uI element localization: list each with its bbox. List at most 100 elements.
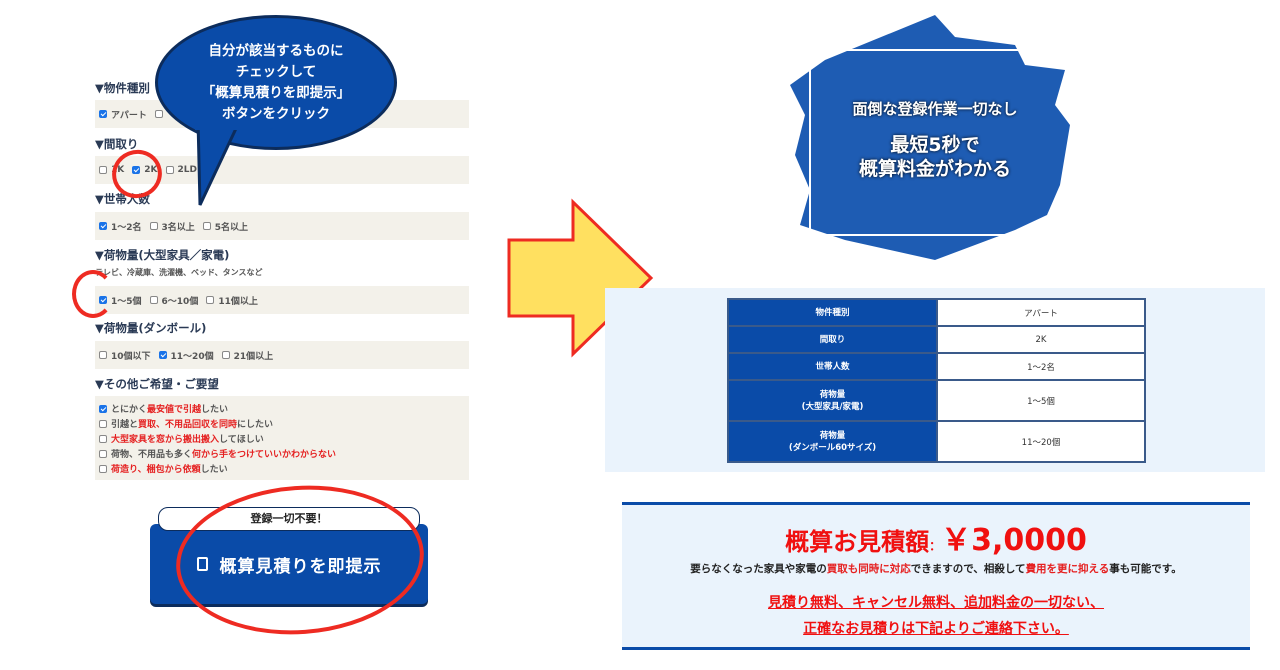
- checkbox-checked-icon[interactable]: [99, 404, 107, 413]
- estimate-note: 要らなくなった家具や家電の買取も同時に対応できますので、相殺して費用を更に抑える…: [622, 561, 1250, 576]
- row-key: 荷物量 (大型家具/家電): [727, 379, 938, 422]
- property-type-heading: ▼物件種別: [95, 81, 150, 95]
- request-label: 引越と買取、不用品回収を同時にしたい: [111, 417, 273, 430]
- request-text-segment: したい: [201, 405, 229, 415]
- option-checkbox[interactable]: [154, 110, 167, 118]
- option-checkbox[interactable]: 1〜2名: [99, 220, 142, 233]
- request-label: 荷造り、梱包から依頼したい: [111, 462, 228, 475]
- row-value: 1〜5個: [936, 379, 1146, 422]
- promo-line1: 面倒な登録作業一切なし: [852, 100, 1018, 118]
- estimate-amount-row: 概算お見積額：￥3,0000: [622, 515, 1250, 559]
- highlight-circle-button: [171, 477, 429, 643]
- table-row: 物件種別アパート: [727, 298, 1146, 327]
- option-checkbox[interactable]: 21個以上: [221, 349, 273, 362]
- request-checkbox[interactable]: とにかく最安値で引越したい: [99, 402, 228, 415]
- checkbox-icon[interactable]: [149, 222, 158, 230]
- no-registration-tag: 登録一切不要！: [158, 507, 420, 531]
- document-icon: [196, 557, 208, 571]
- row-key: 世帯人数: [727, 352, 938, 381]
- large-items-note: テレビ、冷蔵庫、洗濯機、ベッド、タンスなど: [95, 268, 263, 277]
- large-items-heading: ▼荷物量(大型家具／家電): [95, 248, 230, 262]
- option-checkbox[interactable]: 11個以上: [206, 294, 258, 307]
- checkbox-icon[interactable]: [99, 434, 107, 443]
- cta-line2[interactable]: 正確なお見積りは下記よりご連絡下さい。: [803, 621, 1069, 637]
- request-text-segment: 荷造り、梱包から依頼: [111, 465, 201, 475]
- checkbox-icon[interactable]: [202, 222, 211, 230]
- checkbox-icon[interactable]: [99, 464, 107, 473]
- cta-line1[interactable]: 見積り無料、キャンセル無料、追加料金の一切ない、: [768, 595, 1104, 611]
- brush-stroke-background: [790, 15, 1074, 260]
- checkbox-icon[interactable]: [99, 449, 107, 458]
- checkbox-checked-icon[interactable]: [132, 166, 141, 174]
- instant-estimate-label: 概算見積りを即提示: [219, 556, 382, 577]
- instant-estimate-button[interactable]: 概算見積りを即提示: [150, 524, 428, 604]
- estimate-colon: ：: [929, 539, 942, 553]
- estimate-label: 概算お見積額: [785, 528, 930, 556]
- option-checkbox[interactable]: 2K: [132, 165, 158, 175]
- row-key: 間取り: [727, 325, 938, 354]
- option-label: アパート: [111, 110, 147, 121]
- checkbox-checked-icon[interactable]: [99, 110, 107, 118]
- option-label: 2K: [144, 165, 158, 175]
- option-label: 2LD: [177, 165, 197, 175]
- option-checkbox[interactable]: アパート: [99, 108, 147, 121]
- promo-line2: 最短5秒で: [890, 134, 980, 156]
- callout-line: ボタンをクリック: [222, 105, 330, 122]
- layout-heading: ▼間取り: [95, 137, 139, 151]
- callout-line: チェックして: [235, 63, 317, 80]
- request-text-segment: 荷物、不用品も多く: [111, 450, 193, 460]
- option-checkbox[interactable]: 2LD: [165, 165, 197, 175]
- checkbox-icon[interactable]: [149, 296, 158, 304]
- checkbox-icon[interactable]: [99, 419, 107, 428]
- row-key: 荷物量 (ダンボール60サイズ): [727, 420, 938, 463]
- checkbox-icon[interactable]: [221, 351, 230, 359]
- option-checkbox[interactable]: 3名以上: [149, 220, 195, 233]
- option-checkbox[interactable]: 11〜20個: [158, 349, 214, 362]
- request-checkbox[interactable]: 荷造り、梱包から依頼したい: [99, 462, 228, 475]
- household-heading: ▼世帯人数: [95, 192, 150, 206]
- checkbox-checked-icon[interactable]: [99, 222, 107, 230]
- note-segment: できますので、相殺して: [910, 563, 1026, 575]
- checkbox-icon[interactable]: [154, 110, 163, 118]
- table-row: 荷物量 (ダンボール60サイズ)11〜20個: [727, 420, 1146, 463]
- option-label: 10個以下: [111, 351, 151, 362]
- promo-text: 面倒な登録作業一切なし 最短5秒で 概算料金がわかる: [800, 98, 1070, 181]
- request-checkbox[interactable]: 引越と買取、不用品回収を同時にしたい: [99, 417, 273, 430]
- request-checkbox[interactable]: 大型家具を窓から搬出搬入してほしい: [99, 432, 264, 445]
- estimate-amount: ￥3,0000: [941, 523, 1087, 558]
- option-label: 6〜10個: [161, 296, 199, 307]
- row-value: 2K: [936, 325, 1146, 354]
- request-text-segment: してほしい: [219, 435, 264, 445]
- table-row: 荷物量 (大型家具/家電)1〜5個: [727, 379, 1146, 422]
- option-label: 11個以上: [218, 296, 258, 307]
- option-checkbox[interactable]: 6〜10個: [149, 294, 199, 307]
- callout-line: 「概算見積りを即提示」: [201, 84, 351, 101]
- requests-options: とにかく最安値で引越したい引越と買取、不用品回収を同時にしたい大型家具を窓から搬…: [95, 396, 469, 480]
- option-checkbox[interactable]: 10個以下: [99, 349, 151, 362]
- checkbox-icon[interactable]: [206, 296, 215, 304]
- request-checkbox[interactable]: 荷物、不用品も多く何から手をつけていいかわからない: [99, 447, 336, 460]
- request-text-segment: 引越と: [111, 420, 139, 430]
- request-label: 大型家具を窓から搬出搬入してほしい: [111, 432, 264, 445]
- boxes-heading: ▼荷物量(ダンボール): [95, 321, 207, 335]
- checkbox-checked-icon[interactable]: [158, 351, 167, 359]
- checkbox-icon[interactable]: [99, 351, 107, 359]
- household-options: 1〜2名 3名以上 5名以上: [95, 212, 469, 240]
- option-checkbox[interactable]: 5名以上: [202, 220, 248, 233]
- request-label: とにかく最安値で引越したい: [111, 402, 228, 415]
- option-checkbox[interactable]: 1K: [99, 165, 124, 175]
- option-label: 1〜2名: [111, 222, 142, 233]
- row-key: 物件種別: [727, 298, 938, 327]
- row-value: 11〜20個: [936, 420, 1146, 463]
- checkbox-icon[interactable]: [99, 166, 107, 174]
- request-text-segment: 何から手をつけていいかわからない: [192, 450, 337, 460]
- checkbox-icon[interactable]: [165, 166, 174, 174]
- boxes-options: 10個以下 11〜20個 21個以上: [95, 341, 469, 369]
- requests-heading: ▼その他ご希望・ご要望: [95, 377, 219, 391]
- note-segment: 要らなくなった家具や家電の: [690, 563, 827, 575]
- request-text-segment: にしたい: [237, 420, 274, 430]
- option-label: 3名以上: [161, 222, 195, 233]
- row-value: アパート: [936, 298, 1146, 327]
- option-label: 1K: [111, 165, 125, 175]
